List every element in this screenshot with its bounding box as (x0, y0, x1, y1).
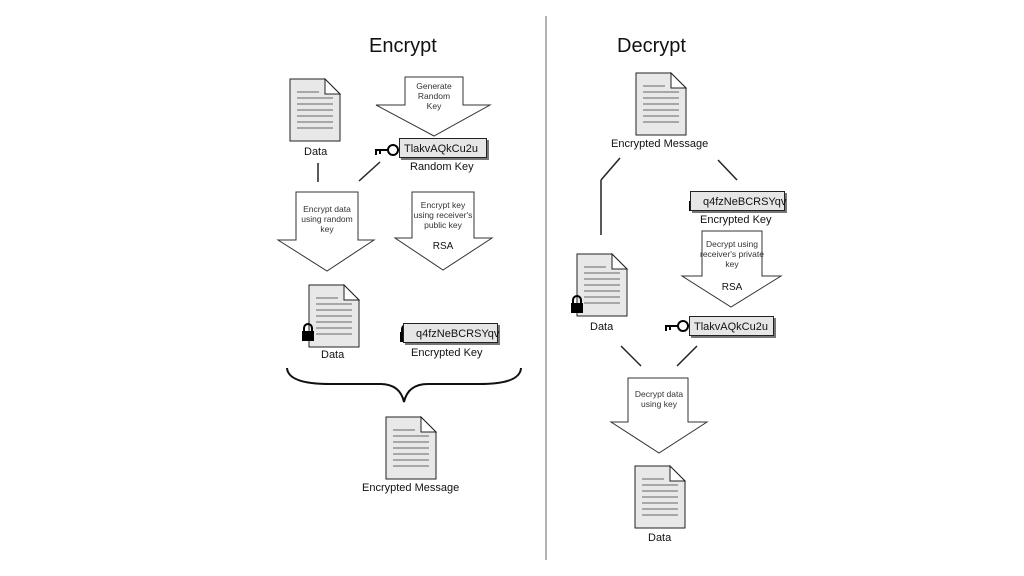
key-icon (664, 319, 690, 338)
padlock-icon (301, 323, 315, 346)
decrypt-key-arrow (680, 230, 783, 308)
encrypted-data-label: Data (321, 349, 345, 361)
generate-key-text: Generate Random Key (416, 81, 452, 111)
merge-brace (286, 367, 522, 403)
data-label: Data (304, 146, 328, 158)
encrypt-data-text: Encrypt data using random key (301, 204, 353, 234)
decrypt-key-text: Decrypt using receiver's private key (700, 239, 764, 269)
encrypted-data-label: Data (590, 321, 614, 333)
encrypted-key-box: q4fzNeBCRSYqv (403, 323, 499, 343)
encrypted-key-label: Encrypted Key (411, 347, 483, 359)
decrypt-title: Decrypt (617, 35, 686, 57)
random-key-box: TlakvAQkCu2u (399, 138, 487, 158)
document-icon (385, 415, 438, 485)
connector-line (676, 345, 698, 367)
document-icon (635, 71, 688, 141)
encrypted-key-label: Encrypted Key (700, 214, 772, 226)
encrypt-key-arrow (393, 191, 494, 271)
encrypted-message-label: Encrypted Message (611, 138, 709, 150)
encrypt-data-arrow (276, 191, 376, 272)
encrypt-key-algorithm: RSA (432, 241, 454, 252)
document-icon (289, 77, 342, 147)
decrypt-data-arrow (609, 377, 709, 454)
document-icon (308, 283, 361, 353)
document-icon (576, 252, 629, 322)
encrypt-key-text: Encrypt key using receiver's public key (413, 200, 473, 230)
generate-key-arrow (375, 76, 492, 137)
encrypted-key-box: q4fzNeBCRSYqv (690, 191, 786, 211)
connector-line (717, 159, 738, 181)
key-icon (374, 143, 400, 162)
encrypted-message-label: Encrypted Message (362, 482, 460, 494)
output-data-label: Data (648, 532, 672, 544)
encrypt-title: Encrypt (369, 35, 437, 57)
decrypt-key-algorithm: RSA (721, 282, 743, 293)
connector-line (620, 345, 642, 367)
decrypted-key-box: TlakvAQkCu2u (689, 316, 774, 336)
decrypt-data-text: Decrypt data using key (634, 389, 684, 409)
connector-line (600, 157, 621, 181)
random-key-label: Random Key (410, 161, 474, 173)
connector-line (358, 161, 381, 182)
document-icon (634, 464, 687, 534)
padlock-icon (570, 295, 584, 318)
